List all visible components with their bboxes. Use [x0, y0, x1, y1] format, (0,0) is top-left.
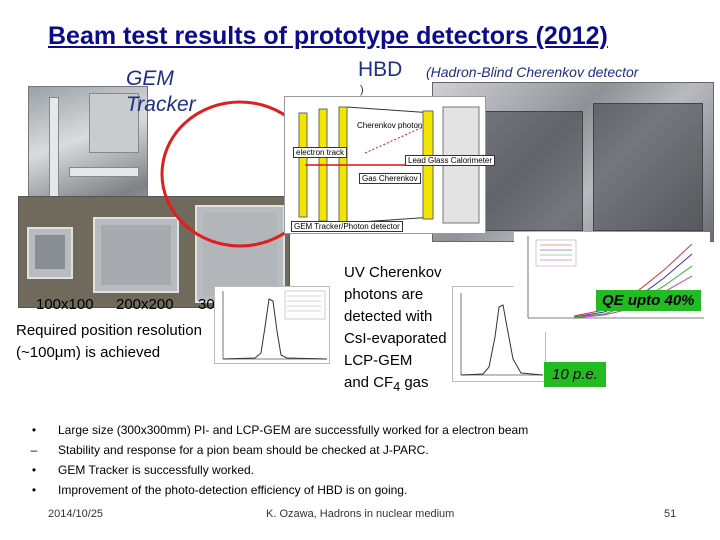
- uv-gas-line: and CF4 gas: [344, 374, 429, 394]
- pe-badge: 10 p.e.: [544, 362, 606, 387]
- size-label-200: 200x200: [116, 296, 174, 313]
- footer-date: 2014/10/25: [48, 508, 104, 520]
- qe-badge: QE upto 40%: [596, 290, 701, 311]
- footer-author: K. Ozawa, Hadrons in nuclear medium: [266, 508, 455, 520]
- hbd-schematic-diagram: Cherenkov photon electron track Lead Gla…: [284, 96, 496, 234]
- lead-glass-label: Lead Glass Calorimeter: [405, 155, 496, 166]
- uv-cherenkov-text: UV Cherenkov photons are detected with C…: [344, 262, 456, 398]
- quantum-efficiency-plot: [514, 232, 710, 332]
- page-number: 51: [664, 508, 677, 520]
- electron-track-label: electron track: [293, 147, 348, 158]
- slide-title: Beam test results of prototype detectors…: [48, 22, 608, 50]
- bullet-item: •Improvement of the photo-detection effi…: [31, 483, 408, 497]
- bullet-item: •Large size (300x300mm) PI- and LCP-GEM …: [31, 423, 529, 437]
- cherenkov-photon-label: Cherenkov photon: [357, 121, 423, 130]
- hbd-paren: ): [360, 84, 364, 96]
- bullet-item: –Stability and response for a pion beam …: [30, 443, 429, 457]
- hbd-subtitle: (Hadron-Blind Cherenkov detector: [426, 64, 639, 80]
- gem-photon-detector-label: GEM Tracker/Photon detector: [291, 221, 403, 232]
- bullet-item: •GEM Tracker is successfully worked.: [31, 463, 255, 477]
- position-resolution-plot: [214, 286, 330, 364]
- gem-tracker-label: GEM Tracker: [126, 67, 196, 116]
- requirement-text: Required position resolution (~100μm) is…: [16, 322, 202, 361]
- hbd-label: HBD: [358, 58, 403, 81]
- size-label-100: 100x100: [36, 296, 94, 313]
- bullet-list: •Large size (300x300mm) PI- and LCP-GEM …: [28, 420, 628, 500]
- gas-cherenkov-label: Gas Cherenkov: [359, 173, 421, 184]
